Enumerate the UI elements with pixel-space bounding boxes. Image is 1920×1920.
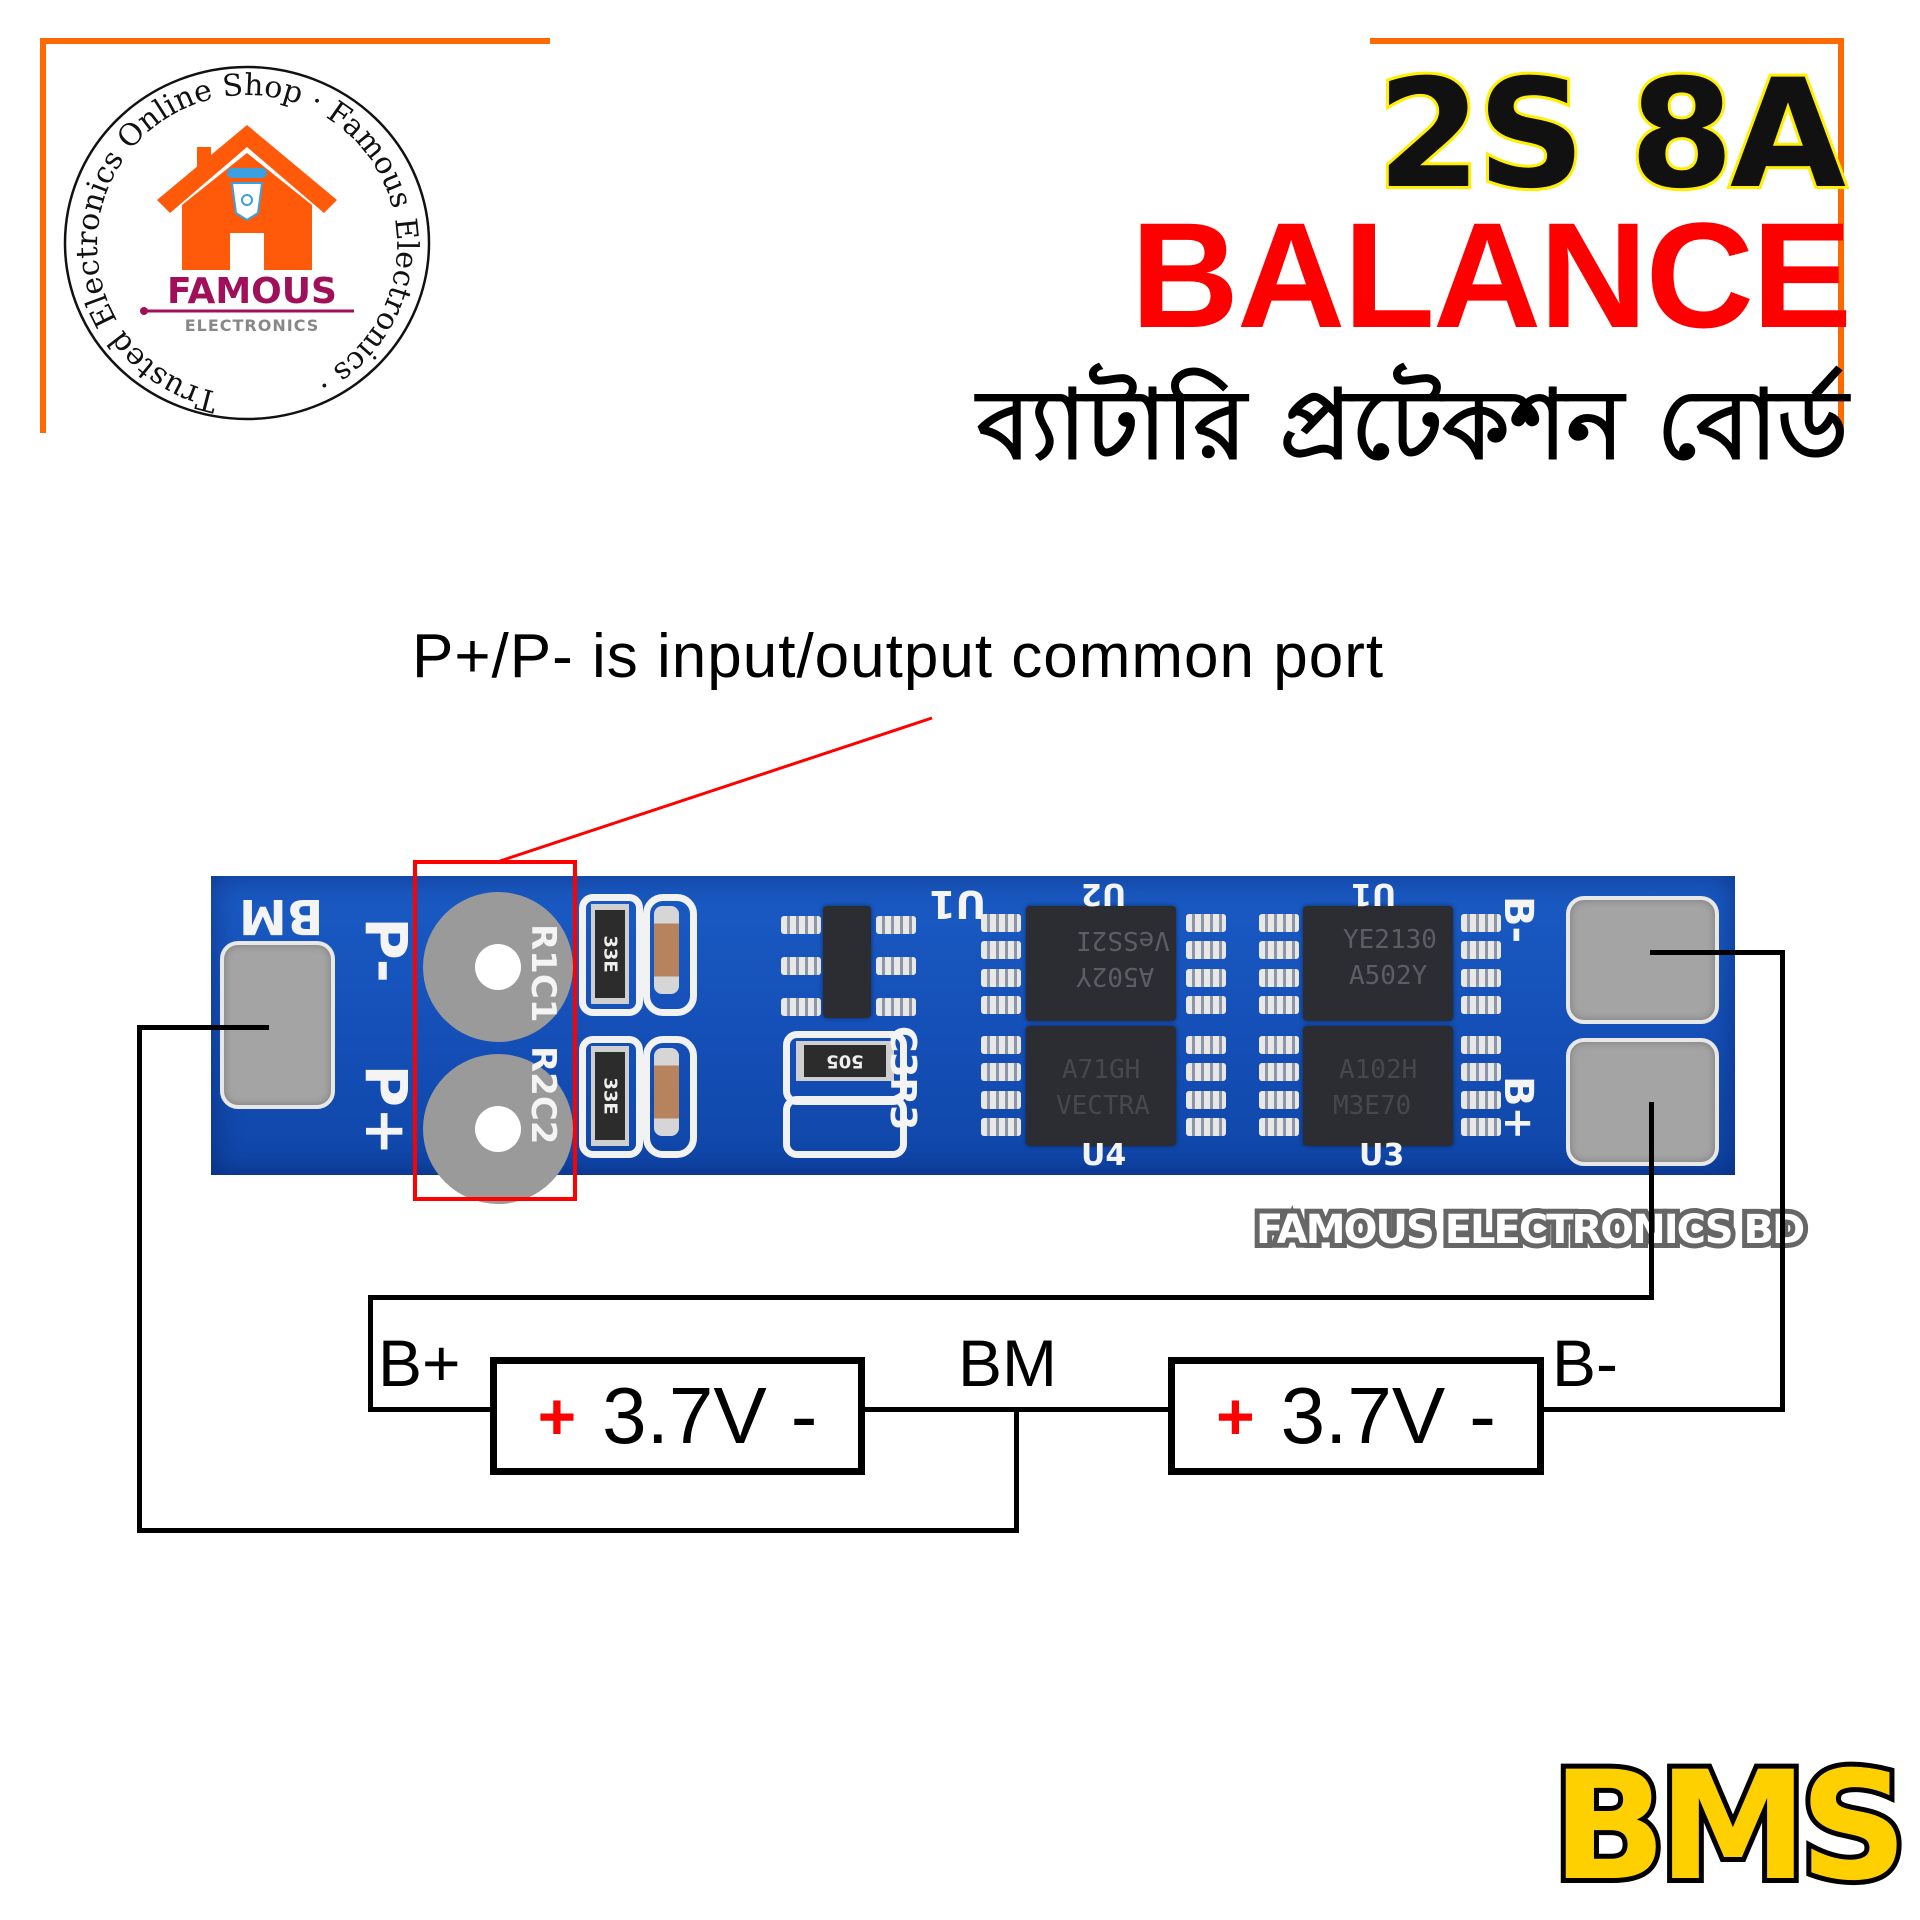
resistor-r3: 505 xyxy=(796,1041,894,1081)
battery-plus-sign: + xyxy=(537,1379,577,1453)
chip-u2: VeSS2I A502Y xyxy=(1026,906,1176,1021)
c1-frame xyxy=(643,894,697,1016)
title-2s-8a: 2S 8A xyxy=(1374,48,1849,222)
pad-p-minus xyxy=(423,892,573,1042)
pad-b-minus xyxy=(1566,896,1719,1024)
silk-u3-top: U1 xyxy=(1351,876,1397,911)
chip-u5: A102H M3E70 xyxy=(1303,1026,1453,1146)
u1-pins-right xyxy=(876,916,916,1016)
wire-bm-mid-h xyxy=(862,1407,1172,1412)
wire-bm-up-v xyxy=(1014,1408,1019,1533)
silk-b-minus: B- xyxy=(1495,896,1541,944)
r2-frame xyxy=(579,1036,643,1158)
c3-frame xyxy=(783,1096,907,1158)
wire-bm-left-v xyxy=(137,1025,142,1533)
battery-plus-sign: + xyxy=(1216,1379,1255,1453)
u3-pins-left xyxy=(1259,914,1299,1014)
u1-pins-left xyxy=(781,916,821,1016)
r1-frame xyxy=(579,894,643,1016)
silk-u1: U1 xyxy=(929,882,987,926)
u3-pins-right xyxy=(1461,914,1501,1014)
label-b-plus: B+ xyxy=(378,1326,461,1400)
frame-top-left-h xyxy=(40,38,550,44)
frame-top-right-v xyxy=(1838,38,1844,433)
title-balance: BALANCE xyxy=(1130,191,1852,359)
battery-voltage: 3.7V xyxy=(1280,1371,1446,1460)
battery-minus-sign: - xyxy=(790,1371,818,1460)
silk-c3r3: C3R3 xyxy=(882,1026,923,1131)
watermark: FAMOUS ELECTRONICS BD xyxy=(1251,1202,1810,1258)
u5-pins-right xyxy=(1461,1036,1501,1136)
battery-cell-2: + 3.7V - xyxy=(1168,1357,1544,1475)
capacitor-c2 xyxy=(654,1048,679,1136)
wire-bminus-right-v xyxy=(1780,950,1785,1412)
bms-pcb-board: BM P- P+ R1C1 R2C2 33E 33E U1 505 C3R3 V… xyxy=(211,876,1735,1204)
wire-bm-bottom-h xyxy=(137,1528,1019,1533)
wire-bplus-pad-v xyxy=(1649,1102,1654,1300)
chip-u1 xyxy=(823,906,871,1018)
wire-bminus-bottom-h xyxy=(1540,1407,1785,1412)
label-b-minus: B- xyxy=(1552,1326,1618,1400)
chip-u3: YE2130 A502Y xyxy=(1303,906,1453,1021)
frame-top-right-h xyxy=(1370,38,1844,44)
bms-badge: BMS xyxy=(1547,1740,1913,1914)
u4-pins-right xyxy=(1186,1036,1226,1136)
battery-voltage: 3.7V xyxy=(602,1371,767,1460)
pad-b-plus xyxy=(1566,1038,1719,1166)
house-icon xyxy=(157,125,337,270)
capacitor-c1 xyxy=(654,906,679,994)
resistor-r2: 33E xyxy=(591,1046,629,1146)
resistor-r1: 33E xyxy=(591,904,629,1004)
pad-bm xyxy=(220,941,335,1109)
u5-pins-left xyxy=(1259,1036,1299,1136)
battery-minus-sign: - xyxy=(1469,1371,1496,1460)
logo-sub-brand: ELECTRONICS xyxy=(185,316,320,335)
silk-u2: U2 xyxy=(1081,876,1127,911)
silk-p-minus: P- xyxy=(352,917,420,983)
frame-top-left-v xyxy=(40,38,46,433)
p-port-highlight-box xyxy=(413,860,577,1201)
chip-u4: A71GH VECTRA xyxy=(1026,1026,1176,1146)
u2-pins-right xyxy=(1186,914,1226,1014)
pad-p-plus xyxy=(423,1054,573,1204)
silk-b-plus: B+ xyxy=(1495,1076,1541,1141)
c2-frame xyxy=(643,1036,697,1158)
port-caption: P+/P- is input/output common port xyxy=(412,622,1385,691)
title-bengali: ব্যাটারি প্রটেকশন বোর্ড xyxy=(976,369,1848,481)
wire-bminus-pad-h xyxy=(1650,950,1785,955)
wire-bplus-to-batt-h xyxy=(368,1407,493,1412)
u2-pins-left xyxy=(981,914,1021,1014)
wire-bm-h xyxy=(137,1025,269,1030)
brand-logo: Trusted Electronics Online Shop · Famous… xyxy=(62,65,432,425)
wire-bplus-top-h xyxy=(368,1295,1654,1300)
silk-p-plus: P+ xyxy=(352,1064,420,1156)
silk-u4: U4 xyxy=(1081,1138,1127,1173)
label-bm: BM xyxy=(958,1326,1057,1400)
wire-bplus-left-v xyxy=(368,1295,373,1412)
u4-pins-left xyxy=(981,1036,1021,1136)
battery-cell-1: + 3.7V - xyxy=(490,1357,865,1475)
logo-brand: FAMOUS xyxy=(167,271,337,312)
silk-u3: U3 xyxy=(1359,1138,1405,1173)
silk-bm: BM xyxy=(239,888,324,944)
